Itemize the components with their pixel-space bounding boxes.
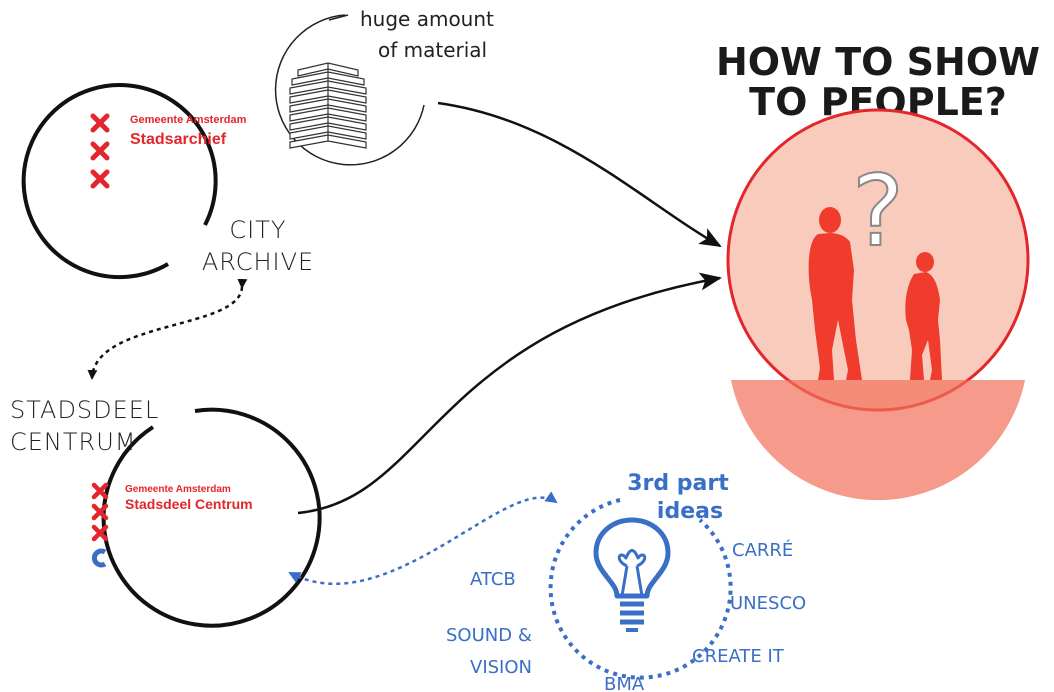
amsterdam-crosses-icon-2 — [91, 482, 109, 542]
centrum-logo-icon — [91, 548, 107, 568]
stadsdeel-label-line-1: STADSDEEL — [10, 396, 159, 424]
city-archive-node: Gemeente Amsterdam Stadsarchief CITY ARC… — [21, 83, 314, 280]
stadsdeel-org-line-2: Stadsdeel Centrum — [125, 496, 253, 512]
partner-create-it: CREATE IT — [692, 646, 785, 667]
partner-unesco: UNESCO — [730, 593, 806, 614]
stadsarchief-org-line-2: Stadsarchief — [130, 131, 227, 148]
people-circle: ? — [726, 108, 1030, 501]
stadsdeel-label-line-2: CENTRUM — [10, 428, 136, 456]
stadsdeel-org-line-1: Gemeente Amsterdam — [125, 484, 231, 495]
lightbulb-icon — [593, 517, 671, 632]
books-stack-icon — [289, 62, 367, 149]
material-bubble: huge amount of material — [274, 7, 494, 166]
question-mark: ? — [852, 155, 904, 269]
stadsdeel-ideas-link — [288, 491, 558, 586]
adult-silhouette — [808, 207, 862, 380]
archive-stadsdeel-link — [87, 278, 248, 380]
city-archive-label-line-2: ARCHIVE — [202, 248, 314, 276]
child-silhouette — [905, 252, 942, 380]
material-to-people-arrow — [437, 101, 722, 248]
stadsarchief-org-line-1: Gemeente Amsterdam — [130, 114, 247, 126]
partner-carre: CARRÉ — [732, 539, 793, 561]
headline-line-1: HOW TO SHOW — [716, 40, 1040, 84]
partner-atcb: ATCB — [470, 569, 516, 590]
third-party-node: 3rd part ideas ATCB CARRÉ UNESCO CREATE … — [446, 471, 806, 692]
material-line-2: of material — [378, 38, 487, 62]
partner-bma: BMA — [604, 674, 645, 692]
city-archive-label-line-1: CITY — [229, 216, 286, 244]
partner-sound-vision-line-1: SOUND & — [446, 625, 532, 646]
stadsdeel-centrum-node: STADSDEEL CENTRUM Gemeente Amsterdam Sta… — [10, 396, 322, 628]
material-line-1: huge amount — [360, 7, 494, 31]
partner-sound-vision-line-2: VISION — [470, 657, 532, 678]
third-party-title-line-1: 3rd part — [627, 471, 729, 496]
amsterdam-crosses-icon — [90, 113, 110, 189]
third-party-title-line-2: ideas — [657, 499, 723, 524]
